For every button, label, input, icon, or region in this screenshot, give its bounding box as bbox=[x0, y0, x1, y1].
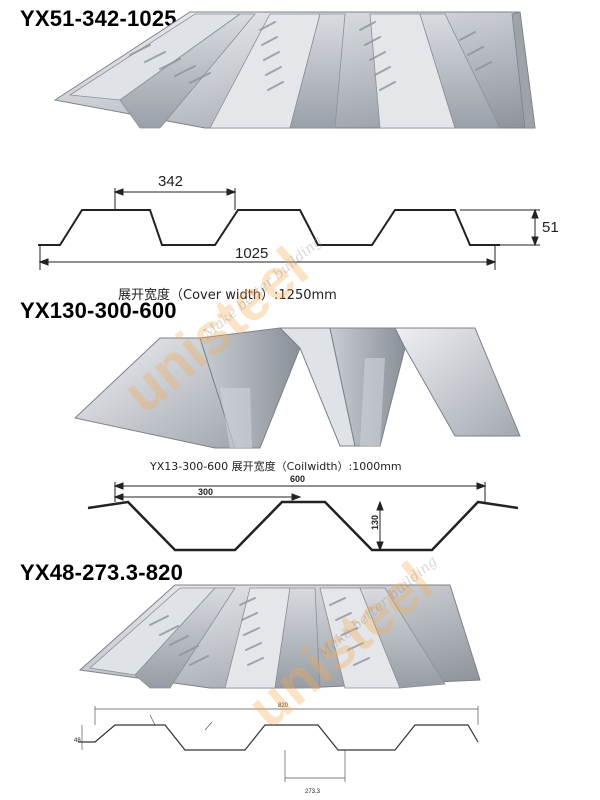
profile-drawing-3: 820 273.3 48 bbox=[74, 703, 479, 795]
caption-2: YX13-300-600 展开宽度（Coilwidth）:1000mm bbox=[150, 460, 402, 473]
dim-pitch-3: 273.3 bbox=[305, 789, 321, 795]
dim-width-3: 820 bbox=[278, 703, 289, 709]
dim-height-3: 48 bbox=[74, 738, 81, 744]
section-title-1: YX51-342-1025 bbox=[20, 6, 177, 31]
dim-height-2: 130 bbox=[370, 515, 380, 530]
caption-1: 展开宽度（Cover width）:1250mm bbox=[118, 288, 337, 303]
deck-panel-3-illustration bbox=[78, 584, 481, 689]
dim-pitch-1: 342 bbox=[158, 173, 183, 190]
section-title-3: YX48-273.3-820 bbox=[20, 560, 184, 585]
dim-width-1: 1025 bbox=[235, 245, 268, 262]
section-title-2: YX130-300-600 bbox=[20, 298, 177, 323]
dim-pitch-2: 300 bbox=[198, 487, 213, 497]
deck-panel-1-illustration bbox=[53, 11, 536, 129]
deck-panel-2-illustration bbox=[73, 327, 521, 449]
dim-height-1: 51 bbox=[542, 219, 559, 236]
profile-drawing-2: 600 300 130 bbox=[87, 474, 519, 552]
profile-drawing-1: 342 1025 51 bbox=[38, 173, 559, 270]
dim-width-2: 600 bbox=[290, 474, 305, 484]
